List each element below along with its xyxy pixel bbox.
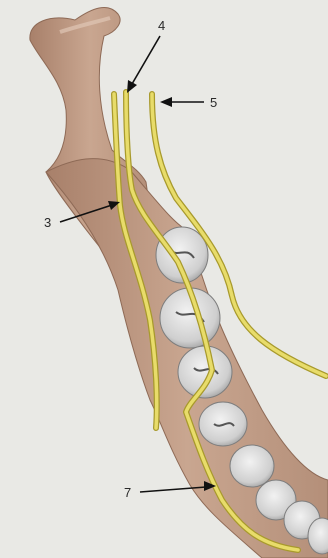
- molar-tooth: [178, 346, 232, 398]
- callout-label-4: 4: [158, 18, 165, 33]
- callout-label-3: 3: [44, 215, 51, 230]
- callout-label-7: 7: [124, 485, 131, 500]
- premolar-tooth: [199, 402, 247, 446]
- callout-label-5: 5: [210, 95, 217, 110]
- premolar-tooth: [230, 445, 274, 487]
